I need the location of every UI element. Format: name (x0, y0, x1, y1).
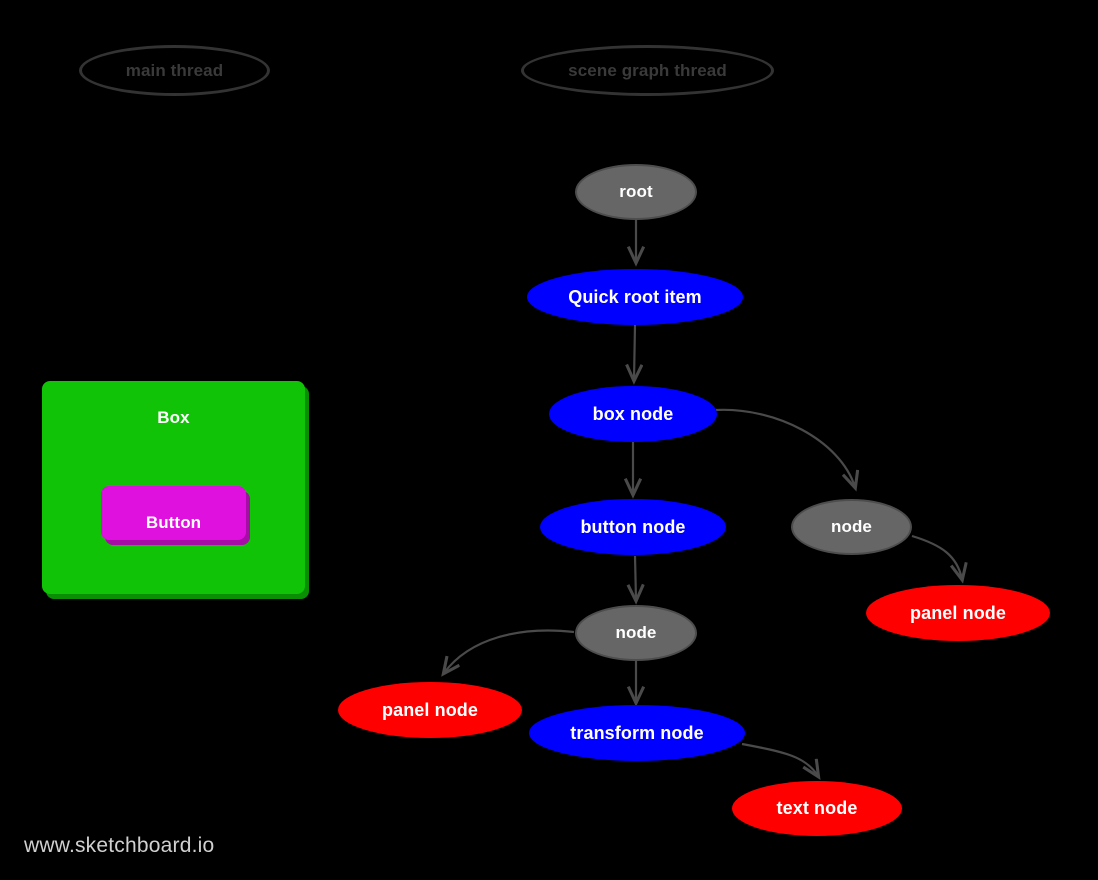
shape-box[interactable]: Box Button (42, 381, 305, 594)
lane-main-thread[interactable]: main thread (79, 45, 270, 96)
node-root-label: root (619, 182, 653, 202)
edge-node-center-to-panel-node-left (444, 629, 575, 673)
node-node-right[interactable]: node (791, 499, 912, 555)
node-text-node-label: text node (776, 798, 858, 819)
node-button-node-label: button node (580, 516, 686, 537)
node-panel-node-right-label: panel node (909, 602, 1006, 623)
edge-quick-root-item-to-box-node (634, 324, 635, 380)
node-transform-node-label: transform node (570, 722, 704, 743)
node-node-center-label: node (615, 623, 657, 643)
lane-scene-graph-thread[interactable]: scene graph thread (521, 45, 774, 96)
node-node-right-label: node (830, 517, 872, 537)
shape-box-label: Box (157, 408, 190, 427)
node-panel-node-left[interactable]: panel node (338, 682, 522, 738)
node-transform-node[interactable]: transform node (529, 705, 745, 761)
shape-button-label: Button (145, 513, 202, 532)
edge-node-right-to-panel-node-right (911, 534, 962, 579)
node-node-center[interactable]: node (575, 605, 697, 661)
edge-button-node-to-node-center (635, 555, 636, 600)
watermark: www.sketchboard.io (24, 834, 215, 857)
lane-main-thread-label: main thread (125, 60, 224, 80)
node-root[interactable]: root (575, 164, 697, 220)
edge-transform-node-to-text-node (741, 742, 818, 776)
node-text-node[interactable]: text node (732, 781, 902, 836)
node-quick-root-item-label: Quick root item (568, 286, 702, 307)
node-panel-node-right[interactable]: panel node (866, 585, 1050, 641)
shape-button[interactable]: Button (101, 486, 246, 540)
node-panel-node-left-label: panel node (381, 699, 478, 720)
node-box-node[interactable]: box node (549, 386, 717, 442)
edge-box-node-to-node-right (715, 408, 855, 487)
node-button-node[interactable]: button node (540, 499, 726, 555)
node-quick-root-item[interactable]: Quick root item (527, 269, 743, 325)
lane-scene-graph-thread-label: scene graph thread (568, 60, 727, 80)
node-box-node-label: box node (592, 403, 674, 424)
